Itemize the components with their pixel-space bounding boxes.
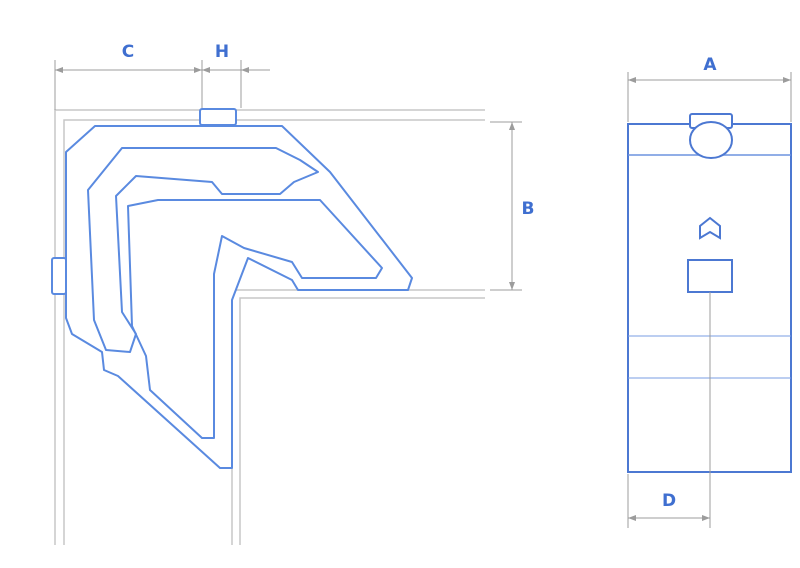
profile-outer [65, 125, 413, 469]
dimension-d [627, 474, 710, 528]
top-tab [199, 108, 237, 126]
dimension-c-label: C [122, 42, 134, 62]
house-icon [699, 216, 721, 240]
section-view [51, 108, 485, 545]
dimension-d-label: D [662, 491, 676, 511]
profile-inner-channel [87, 147, 319, 353]
dimension-b [490, 121, 522, 291]
dimension-a-label: A [703, 55, 717, 75]
dimension-c-h [54, 60, 270, 110]
front-window [687, 259, 733, 293]
front-view [627, 113, 792, 528]
front-top-oval [689, 121, 733, 159]
dimension-a [627, 72, 792, 122]
side-tab [51, 257, 67, 295]
dimension-h-label: H [215, 42, 229, 62]
dimension-b-label: B [522, 199, 535, 219]
profile-inner-channel-2 [127, 199, 383, 439]
